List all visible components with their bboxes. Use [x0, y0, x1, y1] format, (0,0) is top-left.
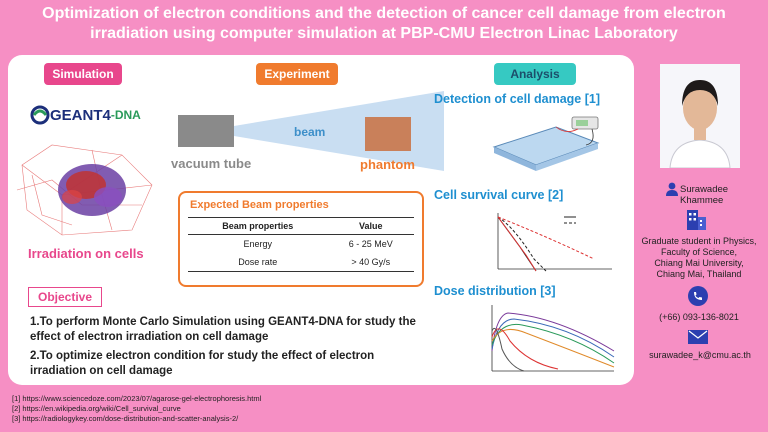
logo-dna-text: -DNA	[110, 108, 141, 122]
main-panel: Simulation Experiment Analysis GEANT4 -D…	[8, 55, 634, 385]
analysis-heading: Analysis	[494, 63, 576, 85]
detection-heading: Detection of cell damage [1]	[434, 92, 601, 106]
table-header: Value	[327, 217, 414, 235]
profile-phone: (+66) 093-136-8021	[659, 312, 739, 322]
survival-heading: Cell survival curve [2]	[434, 188, 564, 202]
logo-geant-text: GEANT4	[50, 106, 111, 124]
objective-item-1: 1.To perform Monte Carlo Simulation usin…	[30, 316, 416, 343]
irradiation-caption: Irradiation on cells	[28, 246, 144, 261]
table-row: Dose rate > 40 Gy/s	[188, 253, 414, 272]
phantom-label: phantom	[360, 157, 415, 172]
reference-2: [2] https://en.wikipedia.org/wiki/Cell_s…	[12, 404, 181, 413]
poster-title: Optimization of electron conditions and …	[0, 4, 768, 44]
title-line-1: Optimization of electron conditions and …	[42, 5, 726, 22]
table-cell: Energy	[243, 239, 273, 249]
profile-photo	[660, 64, 740, 168]
references: [1] https://www.sciencedoze.com/2023/07/…	[12, 394, 261, 424]
mail-icon	[688, 330, 708, 344]
experiment-heading: Experiment	[256, 63, 338, 85]
person-icon	[666, 182, 678, 196]
profile-name: Surawadee Khammee	[680, 184, 729, 206]
phone-icon	[688, 286, 708, 306]
profile-affiliation: Graduate student in Physics, Faculty of …	[636, 236, 762, 280]
table-row: Energy 6 - 25 MeV	[188, 235, 414, 254]
objective-heading: Objective	[28, 287, 102, 307]
reference-1: [1] https://www.sciencedoze.com/2023/07/…	[12, 394, 262, 403]
table-cell: Dose rate	[188, 253, 328, 272]
phantom-box	[365, 117, 411, 151]
objective-item-2: 2.To optimize electron condition for stu…	[30, 350, 375, 377]
cell-survival-chart	[497, 213, 612, 272]
vacuum-tube-label: vacuum tube	[171, 156, 252, 171]
affiliation-line: Graduate student in Physics,	[641, 236, 757, 246]
gel-electrophoresis-image	[492, 116, 600, 171]
cell-simulation-image	[16, 144, 153, 236]
table-cell: > 40 Gy/s	[327, 253, 414, 272]
table-cell: 6 - 25 MeV	[348, 239, 393, 249]
building-icon	[687, 210, 706, 230]
beam-properties-table: Beam properties Value Energy 6 - 25 MeV …	[188, 217, 414, 272]
profile-email: surawadee_k@cmu.ac.th	[649, 350, 751, 360]
affiliation-line: Faculty of Science,	[660, 247, 738, 257]
geant4-dna-logo: GEANT4 -DNA	[30, 105, 141, 125]
simulation-heading: Simulation	[44, 63, 122, 85]
beam-properties-title: Expected Beam properties	[190, 199, 329, 211]
geant4-swirl-icon	[30, 105, 50, 125]
beam-label: beam	[294, 125, 326, 139]
title-line-2: irradiation using computer simulation at…	[90, 25, 678, 42]
reference-3: [3] https://radiologykey.com/dose-distri…	[12, 414, 239, 423]
table-header-row: Beam properties Value	[188, 217, 414, 235]
dose-heading: Dose distribution [3]	[434, 284, 556, 298]
beam-properties-box: Expected Beam properties Beam properties…	[178, 191, 424, 287]
table-header: Beam properties	[188, 217, 328, 235]
vacuum-tube-box	[178, 115, 234, 147]
dose-distribution-chart	[491, 305, 615, 372]
affiliation-line: Chiang Mai, Thailand	[656, 269, 742, 279]
affiliation-line: Chiang Mai University,	[654, 258, 744, 268]
beam-cone	[234, 91, 444, 171]
